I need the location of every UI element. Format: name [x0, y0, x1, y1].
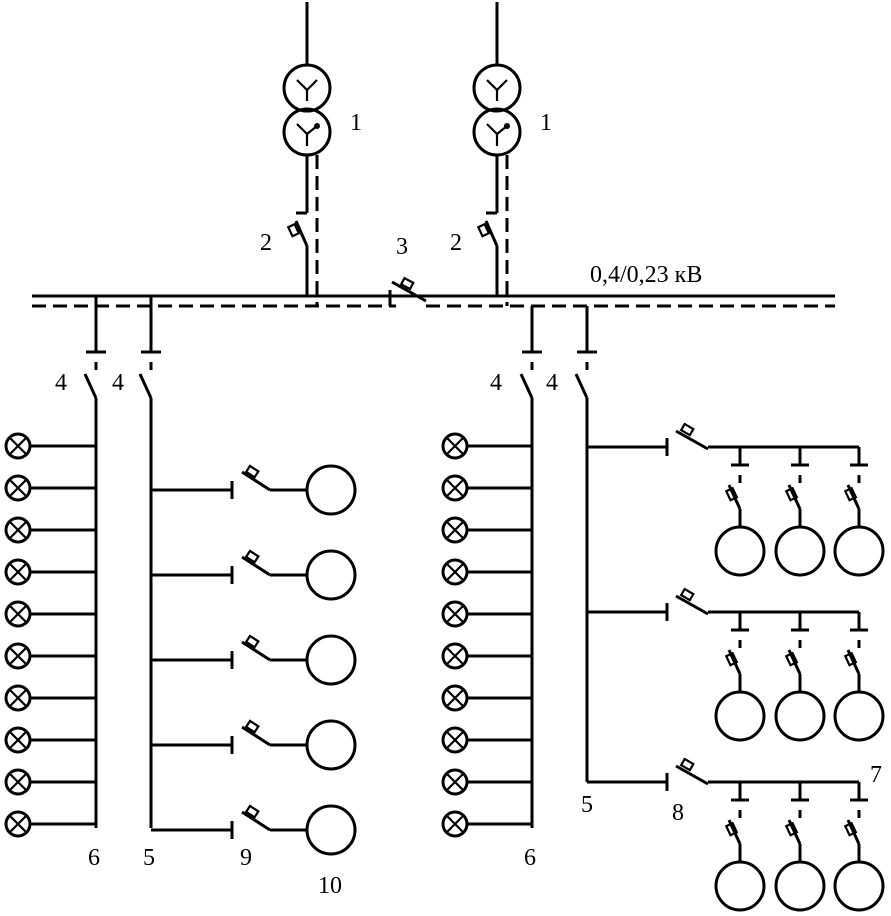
label-feeder-breaker-1: 4	[55, 370, 67, 396]
motor-branch	[714, 782, 766, 912]
motor-branch	[833, 447, 885, 577]
motor-icon	[774, 690, 826, 742]
lamp-icon	[4, 810, 96, 838]
lamp-icon	[4, 726, 96, 754]
lamp-icon	[441, 768, 532, 796]
label-feeder-breaker-4: 4	[546, 370, 558, 396]
motor-icon	[833, 860, 885, 912]
motor-branch	[714, 612, 766, 742]
distribution-group	[587, 587, 885, 742]
label-distribution-bus: 7	[870, 762, 882, 788]
lamp-icon	[441, 432, 532, 460]
label-motor-breaker: 9	[240, 845, 252, 871]
lamp-icon	[4, 558, 96, 586]
lamp-icon	[441, 726, 532, 754]
motor-icon	[774, 860, 826, 912]
power-line-right	[585, 398, 885, 912]
motor-branch	[151, 634, 357, 686]
label-power-line-right: 5	[581, 792, 593, 818]
motor-branch	[151, 719, 357, 771]
distribution-group	[587, 757, 885, 912]
feeder-taps	[83, 296, 597, 399]
motor-icon	[833, 690, 885, 742]
motor-icon	[774, 525, 826, 577]
sectional-breaker	[388, 276, 427, 308]
motor-icon	[305, 634, 357, 686]
lamp-icon	[441, 684, 532, 712]
label-sectional-breaker: 3	[396, 234, 408, 260]
label-incoming-breaker-right: 2	[450, 230, 462, 256]
transformer-right	[472, 2, 522, 306]
label-feeder-breaker-3: 4	[490, 370, 502, 396]
motor-icon	[305, 719, 357, 771]
label-motor: 10	[318, 873, 342, 899]
incoming-breaker-left	[286, 211, 309, 247]
lighting-line-left	[4, 398, 98, 838]
distribution-group	[587, 422, 885, 577]
motor-icon	[305, 804, 357, 856]
motor-icon	[714, 690, 766, 742]
label-incoming-breaker-left: 2	[260, 230, 272, 256]
motor-branch	[833, 612, 885, 742]
label-feeder-breaker-2: 4	[112, 370, 124, 396]
incoming-breaker-right	[476, 211, 499, 247]
label-lighting-line-right: 6	[524, 845, 536, 871]
label-power-line-left: 5	[143, 845, 155, 871]
label-group-breaker: 8	[672, 800, 684, 826]
lamp-icon	[441, 642, 532, 670]
motor-icon	[714, 860, 766, 912]
lamp-icon	[441, 474, 532, 502]
lamp-icon	[441, 558, 532, 586]
lamp-icon	[4, 642, 96, 670]
motor-branch	[774, 447, 826, 577]
lamp-icon	[441, 810, 532, 838]
lamp-icon	[441, 600, 532, 628]
lighting-line-right	[441, 398, 534, 838]
voltage-label: 0,4/0,23 кВ	[590, 262, 702, 288]
motor-branch	[151, 804, 357, 856]
label-transformer-left: 1	[350, 110, 362, 136]
motor-branch	[151, 464, 357, 516]
lamp-icon	[4, 474, 96, 502]
motor-icon	[305, 549, 357, 601]
main-busbar	[32, 294, 835, 308]
motor-branch	[151, 549, 357, 601]
motor-branch	[833, 782, 885, 912]
power-line-left	[149, 398, 357, 856]
motor-icon	[714, 525, 766, 577]
lamp-icon	[441, 516, 532, 544]
label-lighting-line-left: 6	[88, 845, 100, 871]
motor-branch	[774, 782, 826, 912]
transformer-left	[282, 2, 332, 306]
lamp-icon	[4, 516, 96, 544]
lamp-icon	[4, 432, 96, 460]
lamp-icon	[4, 768, 96, 796]
motor-branch	[774, 612, 826, 742]
motor-icon	[305, 464, 357, 516]
lamp-icon	[4, 600, 96, 628]
motor-branch	[714, 447, 766, 577]
motor-icon	[833, 525, 885, 577]
label-transformer-right: 1	[540, 110, 552, 136]
lamp-icon	[4, 684, 96, 712]
